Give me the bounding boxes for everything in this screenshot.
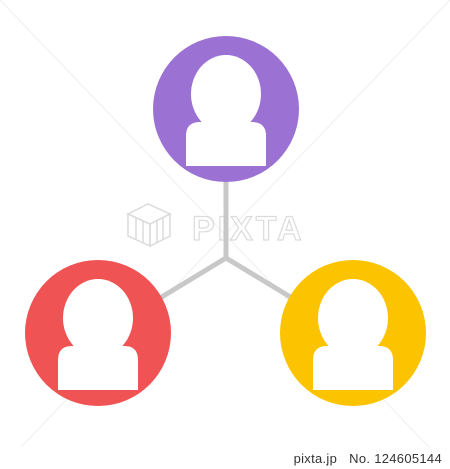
connector-left xyxy=(157,255,229,301)
connector-lines xyxy=(157,175,295,301)
footer-brand: pixta.jp xyxy=(293,451,338,466)
footer-bar: pixta.jp No. 124605144 xyxy=(0,447,450,469)
connector-right xyxy=(223,255,295,301)
person-icon xyxy=(313,279,393,390)
watermark-logo-icon xyxy=(126,203,172,248)
person-icon xyxy=(58,279,138,390)
person-node-left xyxy=(25,260,171,406)
footer-id: 124605144 xyxy=(374,451,442,466)
person-icon xyxy=(186,55,266,166)
person-node-top xyxy=(153,36,299,182)
watermark: PIXTA xyxy=(126,203,305,249)
footer-id-label: No. xyxy=(349,451,371,466)
footer-credit: pixta.jp No. 124605144 xyxy=(294,451,442,466)
watermark-text: PIXTA xyxy=(192,210,305,248)
person-node-right xyxy=(280,260,426,406)
